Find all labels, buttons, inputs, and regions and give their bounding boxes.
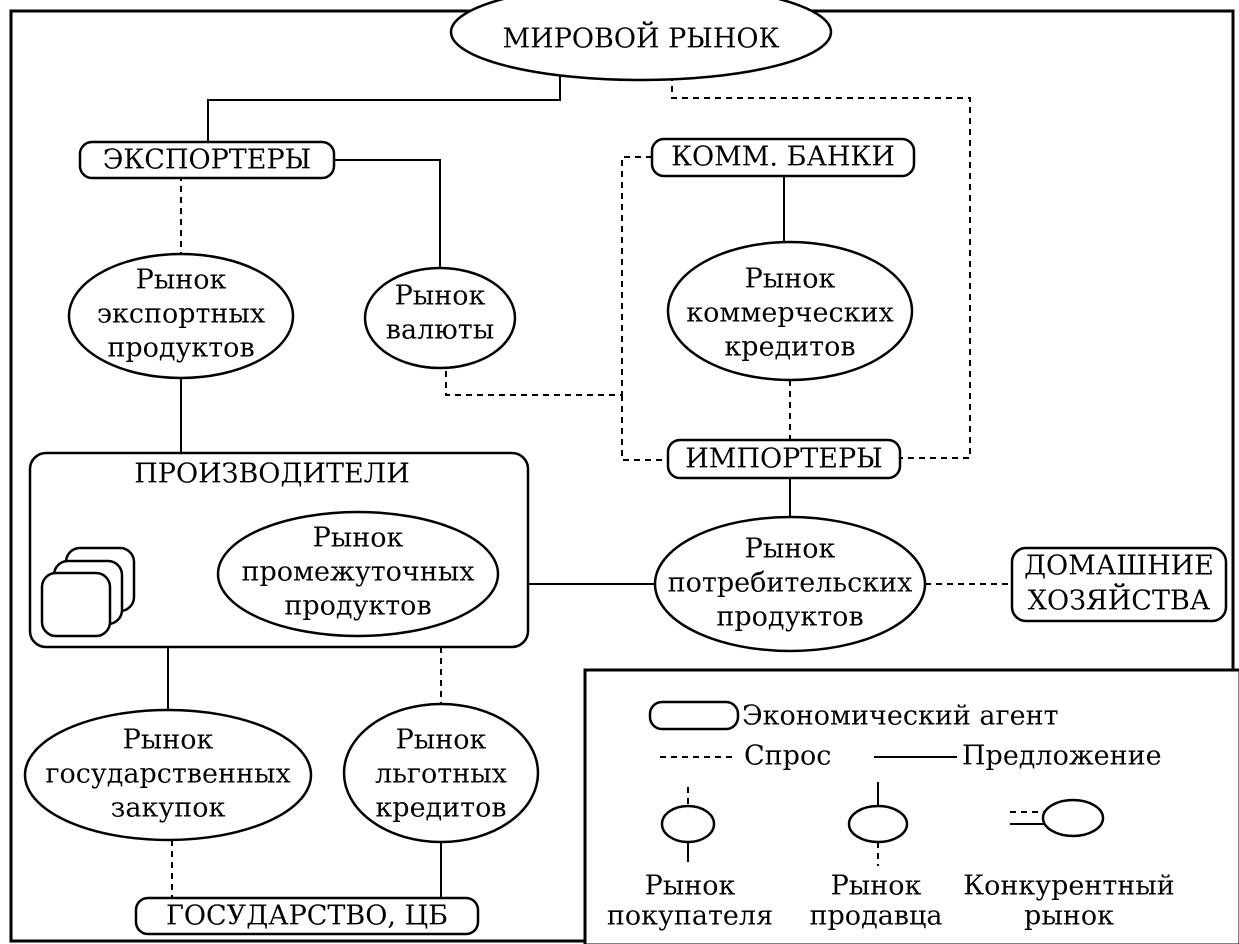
exporters-label: ЭКСПОРТЕРЫ bbox=[103, 145, 312, 176]
firm-square-front bbox=[40, 571, 112, 638]
legend: Экономический агент Спрос Предложение Ры… bbox=[583, 668, 1239, 944]
comm-banks-label: КОММ. БАНКИ bbox=[671, 142, 895, 173]
commercial-credits-line2: коммерческих bbox=[686, 298, 893, 329]
export-products-line2: экспортных bbox=[97, 299, 265, 330]
link-importers-currency bbox=[621, 395, 668, 461]
export-products-market: Рынок экспортных продуктов bbox=[67, 252, 295, 380]
currency-line1: Рынок bbox=[395, 281, 486, 312]
pref-credits-line3: кредитов bbox=[375, 793, 506, 824]
government-node: ГОСУДАРСТВО, ЦБ bbox=[134, 896, 480, 936]
legend-seller-ellipse bbox=[847, 804, 909, 844]
legend-seller-line1: Рынок bbox=[831, 871, 922, 902]
commercial-credits-market: Рынок коммерческих кредитов bbox=[666, 240, 914, 382]
link-exporters-currency bbox=[334, 159, 441, 268]
pref-credits-line1: Рынок bbox=[396, 725, 487, 756]
legend-demand-label: Спрос bbox=[744, 741, 831, 772]
households-label-line1: ДОМАШНИЕ bbox=[1024, 551, 1214, 582]
importers-label: ИМПОРТЕРЫ bbox=[685, 444, 883, 475]
gov-purchases-line2: государственных bbox=[45, 759, 290, 790]
world-market-node: МИРОВОЙ РЫНОК bbox=[449, 0, 833, 82]
legend-buyer-line2: покупателя bbox=[607, 901, 773, 932]
currency-market: Рынок валюты bbox=[363, 266, 517, 370]
government-purchases-market: Рынок государственных закупок bbox=[23, 708, 313, 842]
commercial-credits-line3: кредитов bbox=[724, 332, 855, 363]
commercial-credits-line1: Рынок bbox=[745, 264, 836, 295]
consumer-products-line1: Рынок bbox=[745, 534, 836, 565]
legend-supply-label: Предложение bbox=[962, 741, 1162, 772]
currency-line2: валюты bbox=[386, 315, 494, 346]
pref-credits-line2: льготных bbox=[375, 759, 507, 790]
world-market-label: МИРОВОЙ РЫНОК bbox=[503, 21, 780, 55]
legend-competitive-line2: рынок bbox=[1024, 901, 1114, 932]
comm-banks-node: КОММ. БАНКИ bbox=[650, 137, 916, 178]
legend-competitive-line1: Конкурентный bbox=[963, 871, 1175, 902]
legend-buyer-ellipse bbox=[660, 804, 716, 844]
legend-competitive-ellipse bbox=[1041, 798, 1105, 838]
households-node: ДОМАШНИЕ ХОЗЯЙСТВА bbox=[1010, 546, 1228, 623]
export-products-line1: Рынок bbox=[136, 265, 227, 296]
intermediate-products-market: Рынок промежуточных продуктов bbox=[216, 510, 500, 638]
legend-buyer-line1: Рынок bbox=[645, 871, 736, 902]
exporters-node: ЭКСПОРТЕРЫ bbox=[78, 140, 336, 180]
producers-label: ПРОИЗВОДИТЕЛИ bbox=[134, 459, 409, 490]
importers-node: ИМПОРТЕРЫ bbox=[666, 438, 902, 480]
intermediate-products-line2: промежуточных bbox=[242, 557, 475, 588]
consumer-products-market: Рынок потребительских продуктов bbox=[653, 515, 927, 653]
consumer-products-line3: продуктов bbox=[716, 602, 863, 633]
link-world-exporters bbox=[207, 75, 561, 148]
households-label-line2: ХОЗЯЙСТВА bbox=[1028, 583, 1211, 617]
government-label: ГОСУДАРСТВО, ЦБ bbox=[166, 901, 448, 932]
intermediate-products-line1: Рынок bbox=[313, 523, 404, 554]
preferential-credits-market: Рынок льготных кредитов bbox=[342, 702, 540, 844]
legend-agent-label: Экономический агент bbox=[742, 701, 1059, 732]
consumer-products-line2: потребительских bbox=[668, 568, 913, 599]
gov-purchases-line1: Рынок bbox=[123, 725, 214, 756]
link-world-importers bbox=[671, 75, 971, 459]
gov-purchases-line3: закупок bbox=[111, 793, 226, 824]
legend-agent-swatch bbox=[648, 700, 740, 731]
intermediate-products-line3: продуктов bbox=[284, 591, 431, 622]
legend-seller-line2: продавца bbox=[810, 901, 943, 932]
export-products-line3: продуктов bbox=[107, 333, 254, 364]
